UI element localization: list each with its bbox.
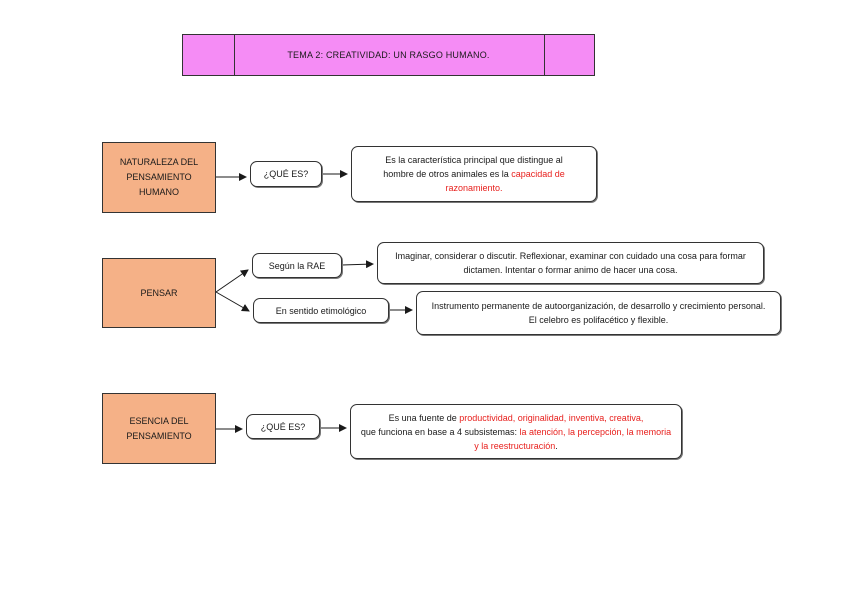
- arrow-row2-concept-etim: [215, 291, 250, 312]
- concept-line: NATURALEZA DEL: [119, 157, 199, 167]
- branch-box-rae: Según la RAE: [252, 253, 342, 278]
- arrow-row2-concept-rae: [215, 269, 249, 293]
- question-box: ¿QUÉ ES?: [246, 414, 320, 439]
- answer-text: que funciona en base a 4 subsistemas:: [360, 426, 520, 437]
- arrow-row2-rae-text: [341, 260, 374, 269]
- question-box: ¿QUÉ ES?: [250, 161, 322, 187]
- concept-line: PENSAMIENTO: [126, 430, 192, 441]
- concept-pensar: PENSAR: [102, 258, 216, 328]
- answer-box-naturaleza: Es la característica principal que disti…: [351, 146, 597, 202]
- concept-esencia: ESENCIA DEL PENSAMIENTO: [102, 393, 216, 464]
- concept-line: HUMANO: [138, 187, 179, 197]
- answer-text: .: [555, 440, 558, 451]
- concept-naturaleza: NATURALEZA DEL PENSAMIENTO HUMANO: [102, 142, 216, 213]
- answer-box-esencia: Es una fuente de productividad, original…: [350, 404, 682, 459]
- title-bar: TEMA 2: CREATIVIDAD: UN RASGO HUMANO.: [182, 34, 595, 76]
- title-divider-left: [234, 35, 235, 75]
- answer-text: hombre de otros animales es la: [383, 169, 512, 179]
- branch-box-etimologico: En sentido etimológico: [253, 298, 389, 323]
- concept-line: ESENCIA DEL: [129, 415, 189, 426]
- definition-box-rae: Imaginar, considerar o discutir. Reflexi…: [377, 242, 764, 284]
- answer-highlight: productividad, originalidad, inventiva, …: [459, 412, 644, 423]
- answer-text: Es la característica principal que disti…: [385, 155, 563, 165]
- concept-line: PENSAMIENTO: [126, 172, 192, 182]
- definition-box-etimologico: Instrumento permanente de autoorganizaci…: [416, 291, 781, 335]
- answer-highlight: la atención, la percepción, la memoria y…: [474, 426, 672, 451]
- concept-line: PENSAR: [140, 287, 178, 298]
- page-title: TEMA 2: CREATIVIDAD: UN RASGO HUMANO.: [287, 50, 490, 60]
- answer-highlight: capacidad de razonamiento.: [445, 169, 565, 193]
- title-divider-right: [544, 35, 545, 75]
- answer-text: Es una fuente de: [388, 412, 460, 423]
